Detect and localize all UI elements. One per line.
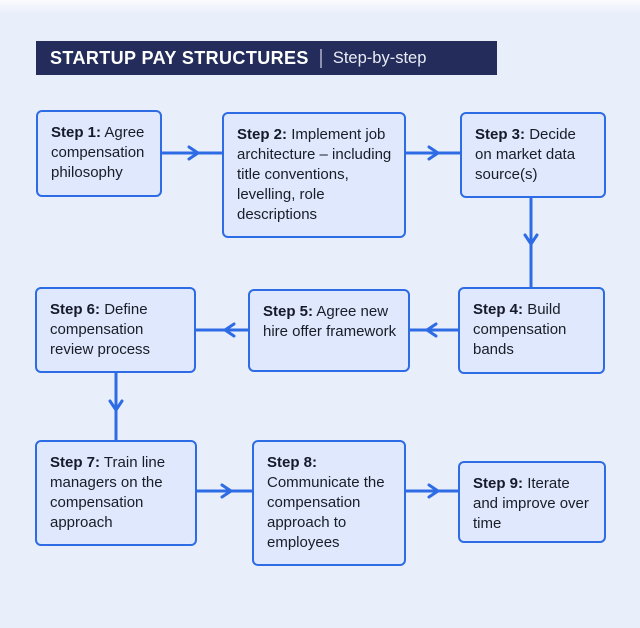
arrowhead-left-icon bbox=[223, 322, 236, 338]
step-5-label: Step 5: bbox=[263, 303, 314, 320]
step-box-3: Step 3: Decide on market data source(s) bbox=[460, 112, 606, 198]
step-9-label: Step 9: bbox=[473, 475, 524, 492]
diagram-subtitle: Step-by-step bbox=[332, 48, 427, 67]
arrowhead-right-icon bbox=[427, 483, 440, 499]
arrowhead-down-icon bbox=[108, 399, 124, 412]
step-5-text: Agree new hire offer framework bbox=[263, 303, 397, 340]
connector-step2-step3 bbox=[404, 145, 462, 161]
step-2-text: Implement job architecture – including t… bbox=[237, 126, 392, 223]
diagram-title: STARTUP PAY STRUCTURES bbox=[50, 47, 309, 68]
step-box-5: Step 5: Agree new hire offer framework bbox=[248, 289, 410, 372]
step-4-text: Build compensation bands bbox=[473, 301, 567, 358]
step-box-6: Step 6: Define compensation review proce… bbox=[35, 287, 196, 373]
step-1-text: Agree compensation philosophy bbox=[51, 124, 145, 181]
connector-step7-step8 bbox=[195, 483, 254, 499]
step-3-label: Step 3: bbox=[475, 126, 526, 143]
step-box-2: Step 2: Implement job architecture – inc… bbox=[222, 112, 406, 238]
connector-step6-step7 bbox=[108, 371, 124, 442]
connector-step1-step2 bbox=[160, 145, 224, 161]
step-box-9: Step 9: Iterate and improve over time bbox=[458, 461, 606, 543]
step-6-label: Step 6: bbox=[50, 301, 101, 318]
step-9-text: Iterate and improve over time bbox=[473, 475, 589, 532]
step-box-8: Step 8: Communicate the compensation app… bbox=[252, 440, 406, 566]
arrowhead-right-icon bbox=[427, 145, 440, 161]
step-box-1: Step 1: Agree compensation philosophy bbox=[36, 110, 162, 197]
diagram-header: STARTUP PAY STRUCTURES Step-by-step bbox=[36, 41, 497, 75]
step-8-label: Step 8: bbox=[267, 454, 318, 471]
step-8-text: Communicate the compensation approach to… bbox=[267, 474, 385, 551]
arrowhead-right-icon bbox=[220, 483, 233, 499]
step-box-4: Step 4: Build compensation bands bbox=[458, 287, 605, 374]
step-1-label: Step 1: bbox=[51, 124, 102, 141]
connector-step8-step9 bbox=[404, 483, 460, 499]
step-6-text: Define compensation review process bbox=[50, 301, 151, 358]
step-2-label: Step 2: bbox=[237, 126, 288, 143]
step-7-text: Train line managers on the compensation … bbox=[50, 454, 166, 531]
step-4-label: Step 4: bbox=[473, 301, 524, 318]
step-7-label: Step 7: bbox=[50, 454, 101, 471]
connector-step5-step6 bbox=[194, 322, 250, 338]
arrowhead-down-icon bbox=[523, 233, 539, 246]
step-box-7: Step 7: Train line managers on the compe… bbox=[35, 440, 197, 546]
arrowhead-right-icon bbox=[187, 145, 200, 161]
arrowhead-left-icon bbox=[425, 322, 438, 338]
step-3-text: Decide on market data source(s) bbox=[475, 126, 576, 183]
connector-step4-step5 bbox=[408, 322, 460, 338]
connector-step3-step4 bbox=[523, 196, 539, 289]
title-divider bbox=[319, 48, 322, 68]
